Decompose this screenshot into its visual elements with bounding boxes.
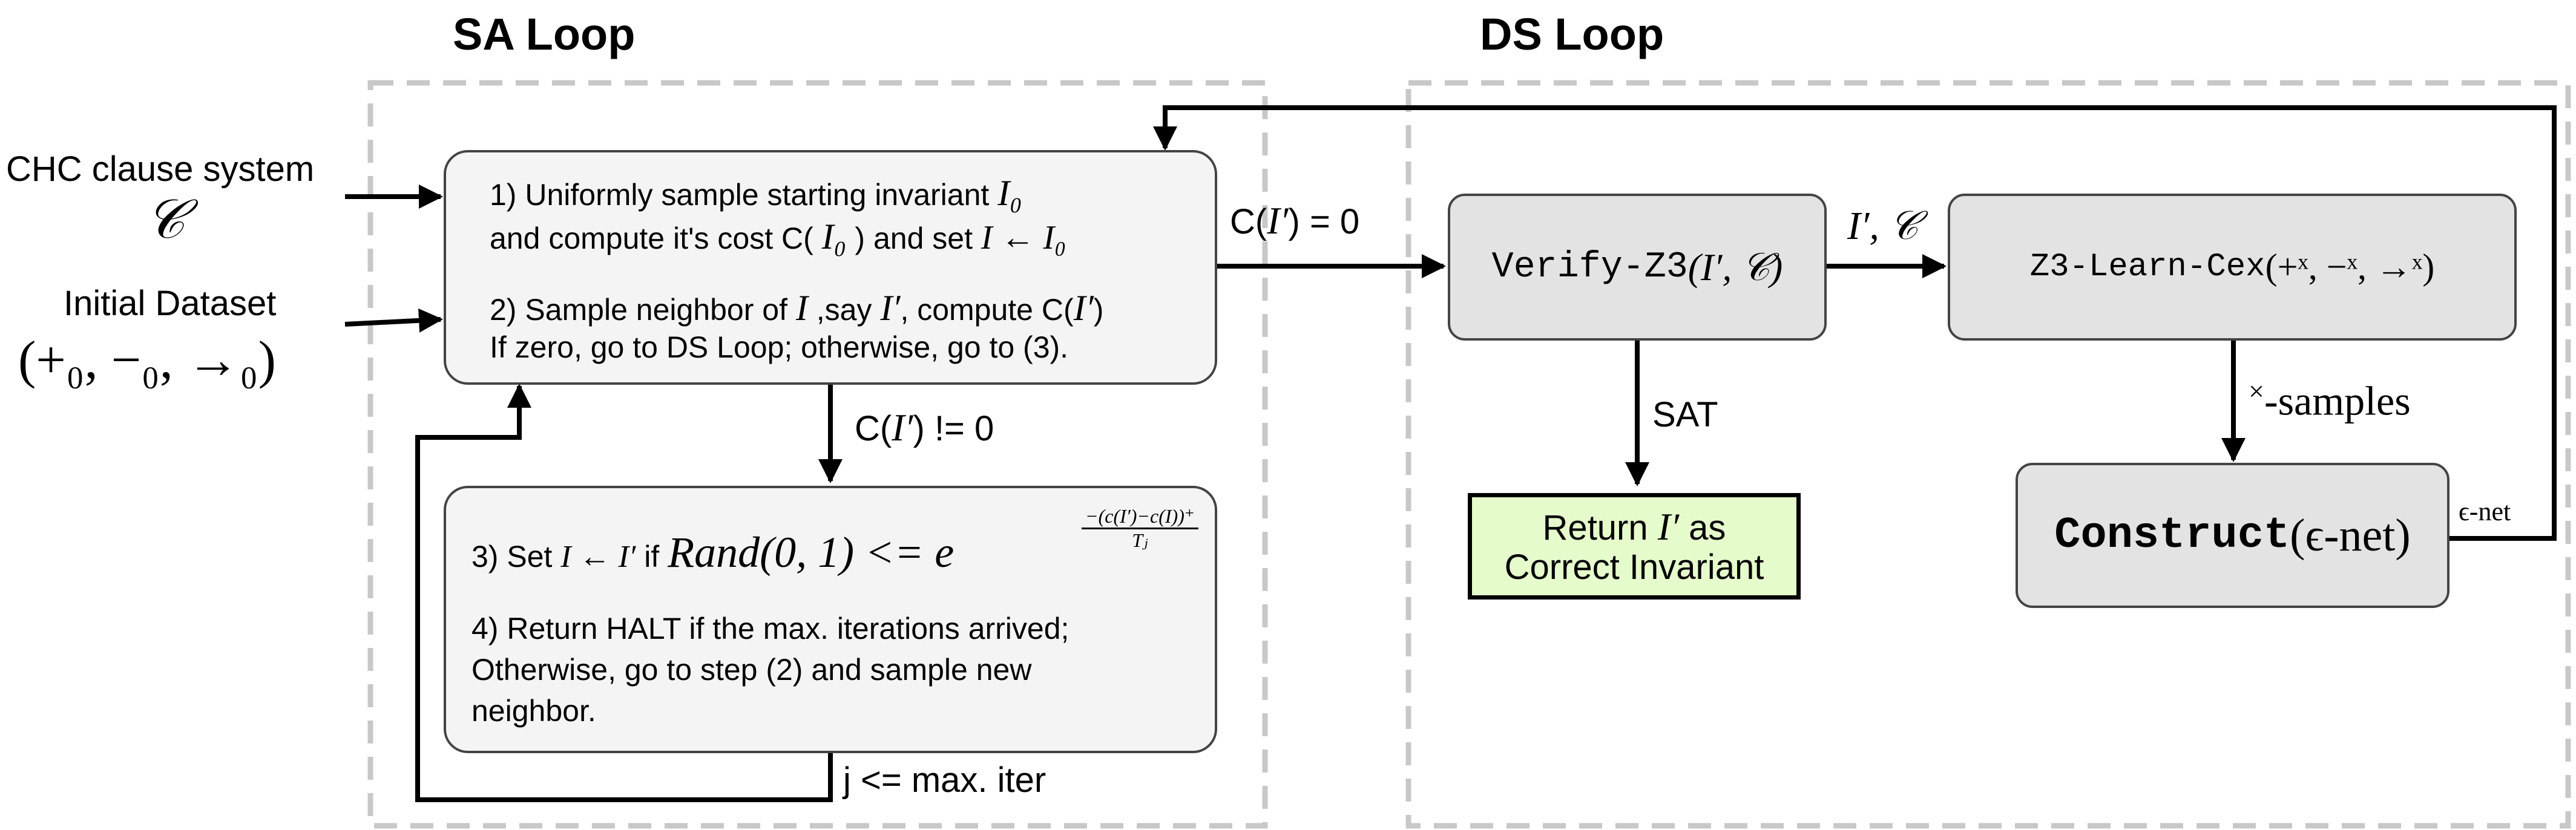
z3-learn-cex-box: Z3-Learn-Cex(+ˣ, −ˣ, →ˣ) — [1948, 194, 2517, 341]
sa-box2-exponent-numerator: −(c(I′)−c(I))⁺ — [1082, 505, 1198, 529]
sa-box2-exponent-denominator: Tⱼ — [1132, 529, 1148, 551]
sa-loop-title: SA Loop — [453, 9, 636, 59]
verify-z3-box: Verify-Z3(I′, 𝒞) — [1448, 194, 1827, 341]
construct-box: Construct(ϵ-net) — [2016, 463, 2450, 608]
sa-loop-container — [367, 80, 1268, 829]
construct-name: Construct — [2054, 511, 2290, 560]
sa-box2-line4: neighbor. — [472, 694, 596, 728]
sat-label: SAT — [1652, 395, 1718, 434]
dataset-symbol: (+₀, −₀, →₀) — [18, 331, 276, 390]
iteration-label: j <= max. iter — [843, 760, 1046, 800]
ds-loop-title: DS Loop — [1480, 9, 1664, 59]
construct-args: (ϵ-net) — [2290, 509, 2411, 561]
ds-loop-container — [1405, 80, 2571, 829]
arrow-epsnet-feedback — [1153, 105, 2557, 541]
arrow-iteration-loop — [415, 384, 833, 802]
sa-box1-line4: If zero, go to DS Loop; otherwise, go to… — [490, 330, 1069, 364]
z3-learn-cex-args: (+ˣ, −ˣ, →ˣ) — [2265, 247, 2435, 287]
return-invariant-box: Return I′ as Correct Invariant — [1468, 493, 1801, 600]
chc-clause-symbol: 𝒞 — [145, 190, 185, 250]
return-line1: Return I′ as — [1542, 505, 1726, 548]
verify-z3-args: (I′, 𝒞) — [1687, 245, 1783, 289]
sa-box1-line3: 2) Sample neighbor of I ,say I′, compute… — [490, 288, 1104, 328]
cost-zero-label: C(I′) = 0 — [1230, 199, 1360, 242]
verify-to-learn-label: I′, 𝒞 — [1847, 204, 1919, 248]
sa-box1-line2: and compute it's cost C( I₀ ) and set I … — [490, 217, 1066, 257]
sa-box2-exponent: −(c(I′)−c(I))⁺ Tⱼ — [1082, 505, 1198, 552]
epsnet-label: ϵ-net — [2459, 497, 2511, 526]
samples-label: ×-samples — [2249, 376, 2411, 424]
arrow-dataset-input — [344, 308, 443, 333]
sa-box2-line1: 3) Set I ← I′ if Rand(0, 1) <= e — [472, 528, 954, 577]
return-line2: Correct Invariant — [1504, 547, 1764, 587]
sa-step-1-2-box: 1) Uniformly sample starting invariant I… — [444, 150, 1217, 385]
dataset-label: Initial Dataset — [64, 284, 277, 323]
sa-step-3-4-box: 3) Set I ← I′ if Rand(0, 1) <= e −(c(I′)… — [444, 486, 1217, 753]
sa-box2-line3: Otherwise, go to step (2) and sample new — [472, 653, 1032, 687]
chc-clause-label: CHC clause system — [6, 149, 315, 189]
sa-box2-line2: 4) Return HALT if the max. iterations ar… — [472, 612, 1070, 645]
z3-learn-cex-name: Z3-Learn-Cex — [2029, 249, 2266, 286]
sa-box1-line1: 1) Uniformly sample starting invariant I… — [490, 173, 1023, 213]
verify-z3-name: Verify-Z3 — [1491, 246, 1688, 288]
cost-nonzero-label: C(I′) != 0 — [855, 406, 994, 449]
